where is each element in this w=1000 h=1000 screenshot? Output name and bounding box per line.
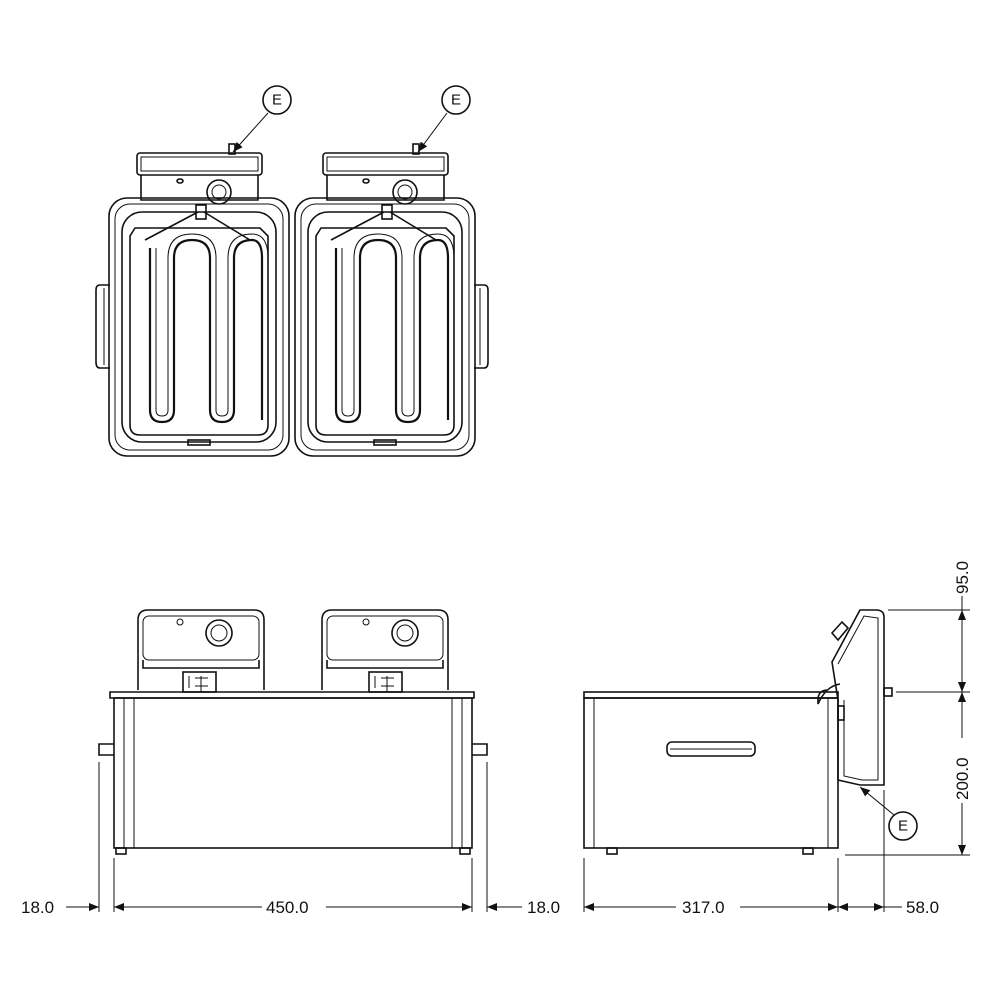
top-view-right-basin [294, 143, 489, 457]
svg-text:E: E [272, 92, 282, 109]
callout-side: E [859, 786, 918, 841]
dim-height-top: 95.0 [953, 561, 972, 594]
svg-text:E: E [898, 818, 908, 835]
top-view: E E [95, 85, 489, 457]
dim-side-depth: 317.0 [682, 898, 725, 917]
dim-side-extra: 58.0 [906, 898, 939, 917]
dim-height-body: 200.0 [953, 757, 972, 800]
dim-right-offset: 18.0 [527, 898, 560, 917]
front-view-right-head [321, 609, 449, 693]
callout-top-left: E [232, 85, 292, 153]
svg-text:E: E [451, 92, 461, 109]
front-view [98, 609, 488, 912]
front-view-left-head [137, 609, 265, 693]
dimension-lines [66, 596, 966, 911]
dim-front-width: 450.0 [266, 898, 309, 917]
dim-left-offset: 18.0 [21, 898, 54, 917]
top-view-left-basin [95, 143, 290, 457]
callout-top-right: E [417, 85, 471, 153]
dimension-labels: 18.0 450.0 18.0 317.0 58.0 95.0 200.0 [21, 561, 972, 917]
side-view: E [583, 609, 970, 912]
